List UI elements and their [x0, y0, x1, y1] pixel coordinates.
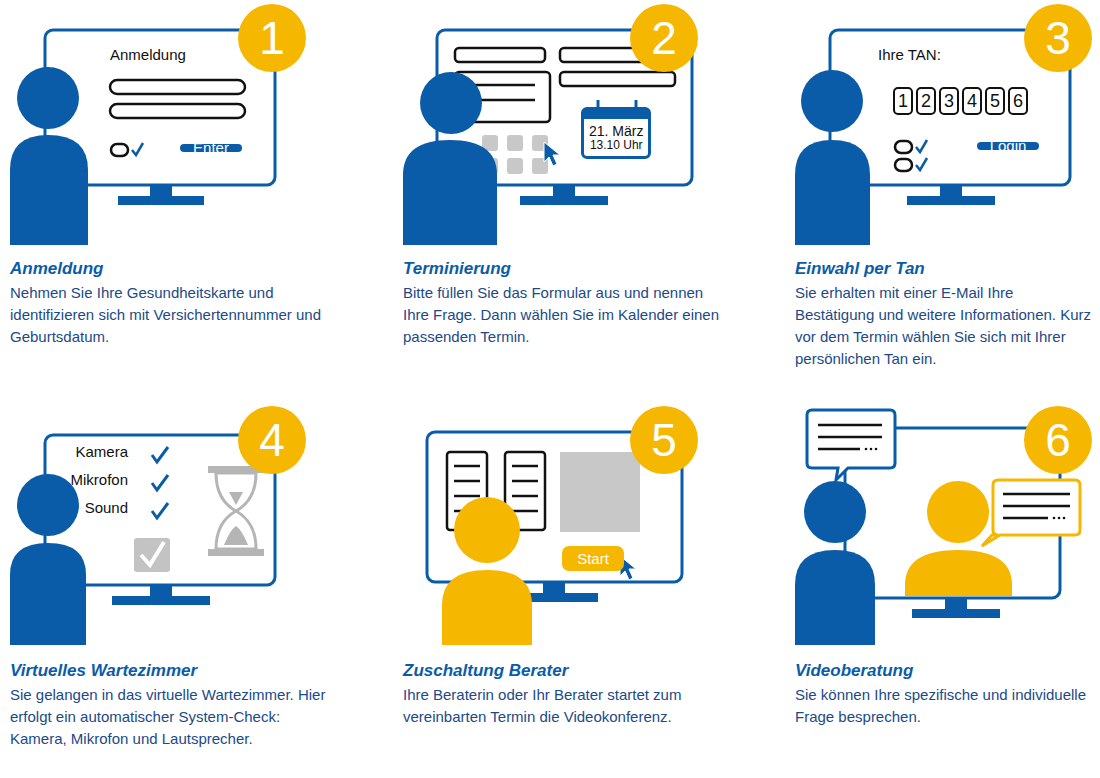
- person: [10, 135, 88, 245]
- callout-number: 2: [651, 15, 677, 61]
- checkbox: [111, 144, 128, 156]
- person-head: [801, 70, 863, 132]
- tan-digit: 1: [893, 87, 913, 115]
- callout-number: 3: [1045, 15, 1071, 61]
- button-text: Start: [577, 550, 609, 567]
- person: [403, 140, 497, 245]
- button-text: 4: [967, 92, 977, 110]
- advisor-head: [927, 481, 989, 543]
- checkbox: [134, 538, 170, 572]
- tan-digit: 2: [916, 87, 936, 115]
- person-head: [17, 67, 79, 129]
- monitor-screen: Ihre TAN: 123456Login: [830, 30, 1070, 185]
- monitor-screen: AnmeldungEnter: [45, 30, 275, 185]
- tan-digit: 6: [1008, 87, 1028, 115]
- check-marks: [916, 140, 927, 170]
- step-heading: Zuschaltung Berater: [403, 660, 733, 682]
- button-text: 1: [898, 92, 908, 110]
- step-heading: Anmeldung: [10, 258, 340, 280]
- step-heading: Virtuelles Wartezimmer: [10, 660, 340, 682]
- tan-digit: 5: [985, 87, 1005, 115]
- person-head: [804, 481, 866, 543]
- button-text: Login: [990, 137, 1027, 154]
- hourglass: [208, 466, 264, 556]
- button-text: 13.10 Uhr: [590, 139, 643, 153]
- enter-button: Enter: [180, 144, 242, 152]
- button-text: 6: [1013, 92, 1023, 110]
- button-text: 5: [990, 92, 1000, 110]
- check-mark: [141, 542, 164, 565]
- step-heading: Einwahl per Tan: [795, 258, 1095, 280]
- check-mark: [132, 143, 143, 155]
- tan-digit: 4: [962, 87, 982, 115]
- step-heading: Videoberatung: [795, 660, 1095, 682]
- step-number: 3: [1024, 4, 1092, 72]
- step-number: 2: [630, 4, 698, 72]
- person-head: [420, 72, 482, 134]
- start-button: Start: [562, 546, 624, 571]
- button-text: 21. März: [589, 123, 643, 139]
- speech-bubble: [807, 410, 895, 480]
- screen-text: Sound: [85, 499, 128, 517]
- advisor: [905, 550, 1012, 596]
- advisor: [442, 570, 532, 645]
- screen-text: Kamera: [75, 443, 128, 461]
- callout-number: 1: [259, 15, 285, 61]
- checkboxes: [895, 141, 912, 171]
- screen-text: Ihre TAN:: [878, 46, 941, 64]
- check-marks: [152, 447, 168, 518]
- screen-text: Mikrofon: [70, 471, 128, 489]
- button-text: 2: [921, 92, 931, 110]
- step-description: Sie erhalten mit einer E-Mail Ihre Bestä…: [795, 282, 1095, 370]
- input-field: [110, 80, 245, 94]
- step-number: 6: [1024, 406, 1092, 474]
- login-button: Login: [977, 142, 1039, 150]
- speech-bubble: [982, 480, 1080, 546]
- person-head: [17, 474, 79, 536]
- person: [10, 543, 86, 645]
- person: [795, 550, 875, 645]
- step-number: 1: [238, 4, 306, 72]
- input-field: [110, 104, 245, 118]
- step-description: Sie können Ihre spezifische und individu…: [795, 684, 1095, 728]
- video-placeholder: [560, 452, 640, 532]
- step-heading: Terminierung: [403, 258, 733, 280]
- step-description: Bitte füllen Sie das Formular aus und ne…: [403, 282, 733, 348]
- button-text: Enter: [193, 139, 229, 156]
- advisor-head: [454, 497, 520, 563]
- step-number: 5: [630, 406, 698, 474]
- callout-number: 4: [259, 417, 285, 463]
- step-number: 4: [238, 406, 306, 474]
- tan-digit: 3: [939, 87, 959, 115]
- callout-number: 6: [1045, 417, 1071, 463]
- step-description: Nehmen Sie Ihre Gesundheitskarte und ide…: [10, 282, 340, 348]
- person: [795, 140, 870, 245]
- step-description: Ihre Beraterin oder Ihr Berater startet …: [403, 684, 733, 728]
- step-description: Sie gelangen in das virtuelle Wartezimme…: [10, 684, 340, 750]
- button-text: 3: [944, 92, 954, 110]
- callout-number: 5: [651, 417, 677, 463]
- screen-text: Anmeldung: [110, 46, 186, 64]
- calendar-date: 21. März13.10 Uhr: [581, 107, 651, 159]
- monitor-screen: KameraMikrofonSound: [45, 435, 275, 585]
